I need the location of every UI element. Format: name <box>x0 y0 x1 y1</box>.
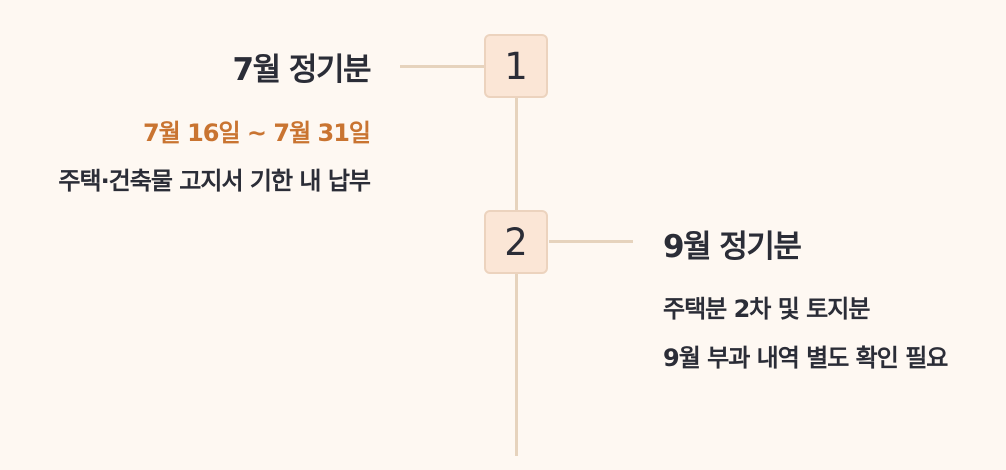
timeline-line <box>515 98 518 456</box>
step-2-description-line-2: 9월 부과 내역 별도 확인 필요 <box>663 344 948 372</box>
step-1-date-range: 7월 16일 ~ 7월 31일 <box>142 119 371 147</box>
step-2-connector <box>549 240 633 243</box>
step-2-description-line-1: 주택분 2차 및 토지분 <box>663 295 870 323</box>
step-2-title: 9월 정기분 <box>663 229 802 265</box>
step-2-marker: 2 <box>484 210 548 274</box>
step-1-connector <box>400 65 486 68</box>
step-1-title: 7월 정기분 <box>232 52 372 88</box>
step-1-description: 주택·건축물 고지서 기한 내 납부 <box>58 167 371 195</box>
step-1-marker: 1 <box>484 34 548 98</box>
